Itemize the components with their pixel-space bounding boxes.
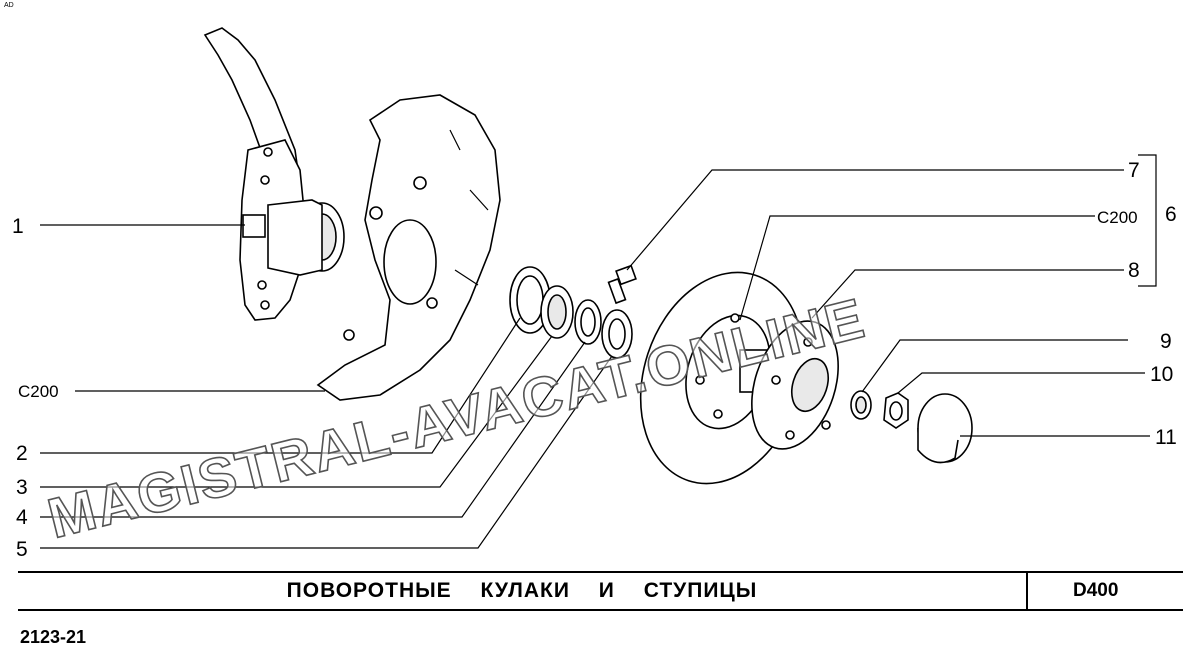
steering-knuckle [203, 27, 345, 321]
wheel-hub [739, 320, 839, 450]
diagram-title: ПОВОРОТНЫЕ КУЛАКИ И СТУПИЦЫ [286, 579, 758, 602]
callout-6: 6 [1165, 203, 1177, 226]
callout-8: 8 [1128, 259, 1140, 282]
callout-1: 1 [12, 215, 24, 238]
callout-10: 10 [1150, 363, 1173, 386]
title-divider [1026, 573, 1028, 609]
leader-lines [40, 154, 1157, 549]
callout-11: 11 [1155, 426, 1177, 449]
callout-5: 5 [16, 538, 28, 561]
callout-2: 2 [16, 442, 28, 465]
note-c200-right: C200 [1097, 208, 1138, 227]
bearing-set [509, 266, 633, 359]
section-code: D400 [1073, 580, 1119, 601]
hub-nut-cap [850, 390, 973, 464]
corner-mark: AD [4, 2, 14, 9]
model-code: 2123-21 [20, 627, 87, 647]
callout-7: 7 [1128, 159, 1140, 182]
note-c200-left: C200 [18, 382, 59, 401]
brake-shield [316, 94, 501, 401]
callout-4: 4 [16, 506, 28, 529]
callout-9: 9 [1160, 330, 1172, 353]
guide-bolt [607, 264, 637, 305]
callout-3: 3 [16, 476, 28, 499]
title-block: ПОВОРОТНЫЕ КУЛАКИ И СТУПИЦЫ D400 [18, 571, 1183, 611]
